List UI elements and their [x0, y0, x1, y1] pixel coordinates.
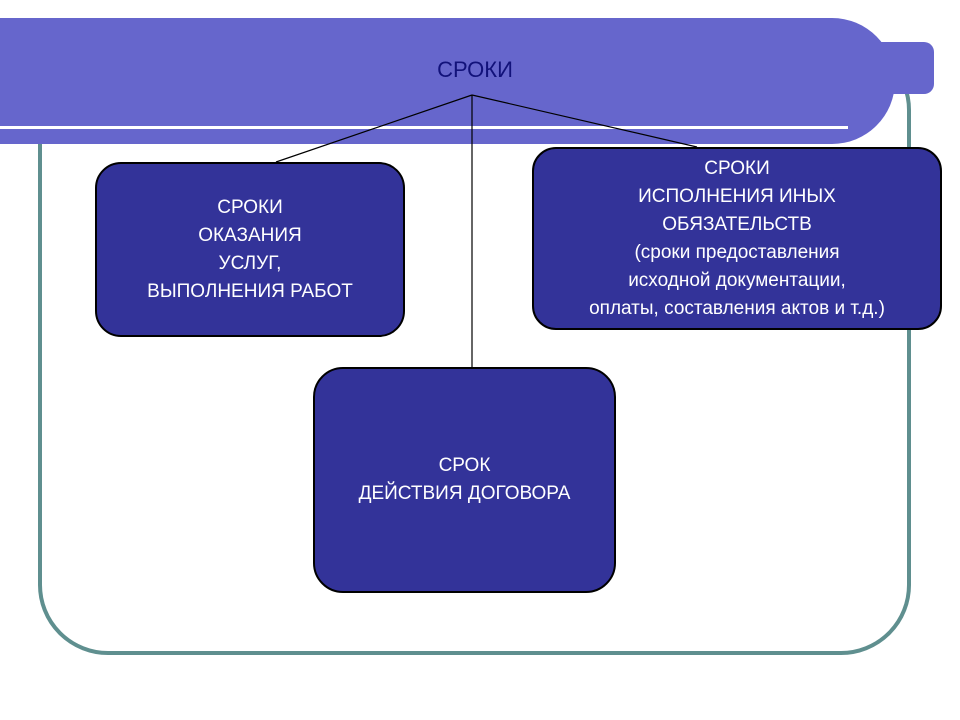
- node-text-line: исходной документации,: [628, 269, 846, 291]
- node-services-deadlines-text: СРОКИ ОКАЗАНИЯ УСЛУГ, ВЫПОЛНЕНИЯ РАБОТ: [147, 194, 353, 306]
- node-text-line: оплаты, составления актов и т.д.): [589, 297, 885, 319]
- node-text-line: ОБЯЗАТЕЛЬСТВ: [662, 213, 812, 235]
- node-contract-term: СРОК ДЕЙСТВИЯ ДОГОВОРА: [313, 367, 616, 593]
- node-text-line: ВЫПОЛНЕНИЯ РАБОТ: [147, 280, 353, 302]
- node-text-line: СРОКИ: [704, 157, 770, 179]
- node-text-line: СРОКИ: [217, 196, 283, 218]
- diagram-title: СРОКИ: [437, 57, 513, 82]
- header-banner-tab: [880, 42, 934, 94]
- node-text-line: ИСПОЛНЕНИЯ ИНЫХ: [638, 185, 836, 207]
- node-other-obligations-deadlines: СРОКИ ИСПОЛНЕНИЯ ИНЫХ ОБЯЗАТЕЛЬСТВ (срок…: [532, 147, 942, 330]
- node-text-line: ОКАЗАНИЯ: [198, 224, 302, 246]
- header-divider-line: [0, 126, 848, 129]
- node-other-obligations-deadlines-text: СРОКИ ИСПОЛНЕНИЯ ИНЫХ ОБЯЗАТЕЛЬСТВ (срок…: [589, 155, 885, 323]
- node-services-deadlines: СРОКИ ОКАЗАНИЯ УСЛУГ, ВЫПОЛНЕНИЯ РАБОТ: [95, 162, 405, 337]
- node-text-line: ДЕЙСТВИЯ ДОГОВОРА: [358, 483, 571, 504]
- node-contract-term-text: СРОК ДЕЙСТВИЯ ДОГОВОРА: [359, 452, 571, 508]
- node-text-line: УСЛУГ,: [218, 252, 282, 274]
- node-text-line: (сроки предоставления: [634, 241, 840, 263]
- node-text-line: СРОК: [438, 455, 491, 476]
